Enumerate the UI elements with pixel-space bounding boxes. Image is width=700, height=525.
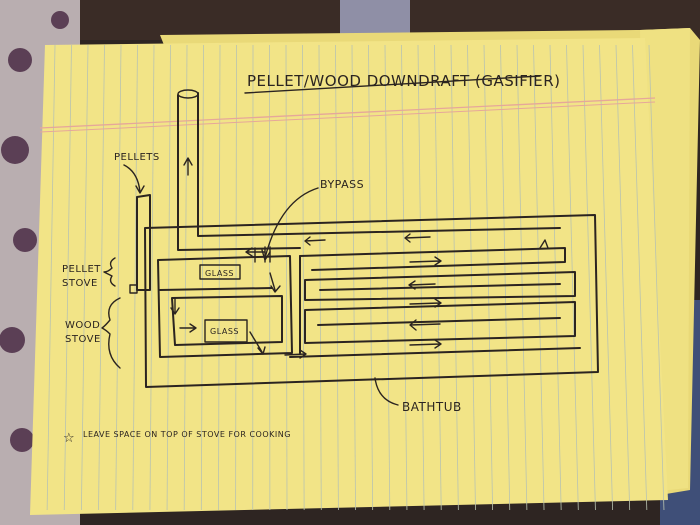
- rule-line: [582, 44, 596, 511]
- rule-line: [132, 44, 138, 511]
- rule-line: [200, 44, 204, 511]
- glass-window-top: [199, 264, 241, 280]
- title-underline: [244, 75, 541, 94]
- rule-line: [285, 44, 288, 511]
- margin-line: [39, 97, 656, 129]
- rule-line: [302, 44, 305, 511]
- pellet-stove-brace: [103, 257, 116, 287]
- wood-stove-label-line2: STOVE: [65, 334, 101, 345]
- arrow-up-icon: [539, 239, 549, 249]
- rule-line: [533, 44, 545, 511]
- arrow-down-icon: [269, 272, 281, 293]
- rule-line: [351, 44, 356, 511]
- bathtub-outline: [144, 214, 599, 388]
- bypass-damper: [254, 246, 271, 263]
- rule-line: [335, 44, 339, 511]
- cooking-note: LEAVE SPACE ON TOP OF STOVE FOR COOKING: [83, 430, 291, 439]
- rule-line: [80, 44, 89, 511]
- pellets-arrow-icon: [123, 164, 145, 194]
- legal-pad-page: [30, 38, 668, 515]
- rule-line: [318, 44, 322, 511]
- glass-label-top: GLASS: [205, 269, 234, 278]
- rule-line: [183, 44, 188, 511]
- chimney: [177, 89, 561, 251]
- bypass-label: BYPASS: [320, 178, 364, 191]
- rule-line: [500, 44, 511, 511]
- bathtub-label: BATHTUB: [402, 400, 462, 414]
- arrow-right-icon: [409, 298, 442, 308]
- pellet-stove-label-line2: STOVE: [62, 278, 98, 289]
- arrow-left-icon: [408, 280, 436, 290]
- arrow-down-icon: [249, 331, 266, 355]
- rule-line: [434, 44, 442, 511]
- rule-line: [483, 44, 494, 511]
- glass-label-bottom: GLASS: [210, 327, 239, 336]
- fabric-pattern: [0, 11, 69, 452]
- arrow-right-icon: [409, 339, 442, 349]
- rule-line: [166, 44, 171, 511]
- rule-line: [63, 44, 72, 511]
- arrow-down-icon: [170, 297, 180, 315]
- rule-line: [46, 44, 56, 511]
- pellet-stove-label-line1: PELLET: [62, 264, 101, 275]
- rule-line: [98, 44, 105, 511]
- rule-line: [516, 44, 528, 511]
- rule-line: [615, 44, 631, 511]
- diagram-title: PELLET/WOOD DOWNDRAFT (GASIFIER): [247, 72, 561, 90]
- up-arrow-icon: [183, 157, 193, 176]
- glass-window-bottom: [204, 319, 248, 343]
- rule-line: [632, 44, 648, 511]
- rule-line: [599, 44, 613, 511]
- arrow-left-icon: [409, 319, 441, 331]
- heat-channels: [289, 247, 581, 358]
- arrow-right-icon: [409, 256, 442, 266]
- rule-line: [467, 44, 476, 511]
- pellets-label: PELLETS: [114, 152, 160, 163]
- flow-arrows: [170, 233, 549, 359]
- bathtub-pointer: [374, 377, 399, 406]
- star-icon: ☆: [63, 431, 75, 446]
- wood-stove-label-line1: WOOD: [65, 320, 100, 331]
- rule-line: [218, 44, 221, 511]
- arrow-left-icon: [404, 233, 431, 243]
- arrow-right-icon: [284, 349, 307, 359]
- rule-line: [450, 44, 459, 511]
- pellet-hopper: [123, 164, 151, 294]
- stove-body: [157, 255, 293, 358]
- rule-line: [648, 44, 665, 511]
- wood-stove-brace: [101, 297, 121, 369]
- rule-line: [115, 44, 122, 511]
- rule-line: [566, 44, 579, 511]
- arrow-left-icon: [304, 236, 326, 246]
- arrow-right-icon: [179, 323, 197, 333]
- rule-line: [549, 44, 562, 511]
